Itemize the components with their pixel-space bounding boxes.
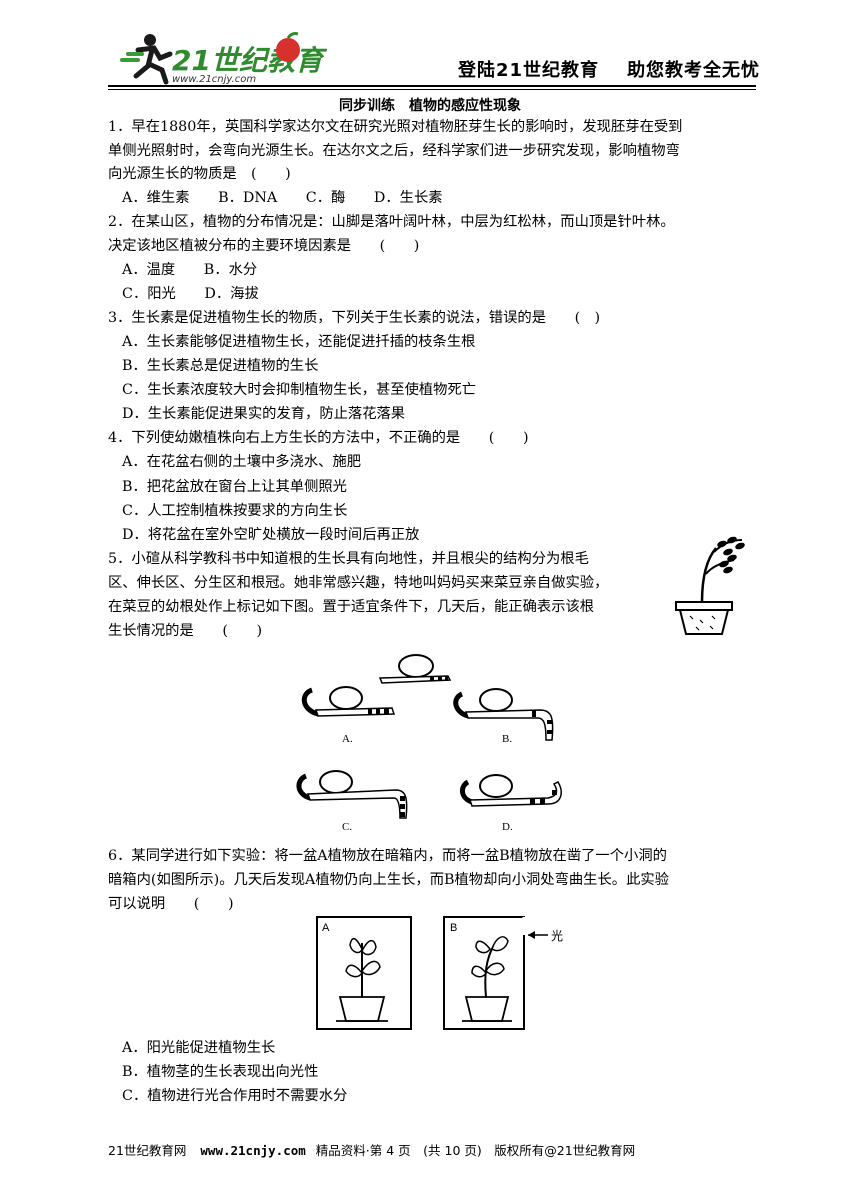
q4-option-d: D．将花盆在室外空旷处横放一段时间后再正放 (122, 527, 420, 543)
footer-page-info: 精品资料·第 4 页 (共 10 页) 版权所有@21世纪教育网 (315, 1143, 636, 1158)
fig-label-b: B. (502, 733, 512, 745)
q3-option-c: C．生长素浓度较大时会抑制植物生长，甚至使植物死亡 (122, 382, 477, 398)
bean-option-c (296, 770, 408, 819)
q4-option-a: A．在花盆右侧的土壤中多浇水、施肥 (122, 454, 362, 470)
q2-line2: 决定该地区植被分布的主要环境因素是 ( ) (108, 238, 420, 254)
dark-box-figure: A B 光 (316, 915, 576, 1033)
q6-line3: 可以说明 ( ) (108, 896, 234, 912)
q4-option-c: C．人工控制植株按要求的方向生长 (122, 503, 348, 519)
q2-line1: 2．在某山区，植物的分布情况是：山脚是落叶阔叶林，中层为红松林，而山顶是针叶林。 (108, 214, 675, 230)
q1-line3: 向光源生长的物质是 ( ) (108, 166, 291, 182)
fig-label-c: C. (342, 821, 352, 833)
bean-reference (378, 654, 452, 684)
q3-option-a: A．生长素能够促进植物生长，还能促进扦插的枝条生根 (122, 334, 476, 350)
runner-icon (120, 34, 173, 85)
q6-option-a: A．阳光能促进植物生长 (122, 1040, 276, 1056)
logo-text: 21世纪教育 (172, 44, 328, 77)
logo-url: www.21cnjy.com (172, 74, 256, 85)
q1-options: A．维生素 B．DNA C．酶 D．生长素 (122, 190, 443, 206)
bean-option-b (453, 688, 554, 741)
bean-option-d (460, 774, 562, 807)
light-label: 光 (551, 929, 563, 943)
box-b-label: B (450, 922, 457, 934)
q4-option-b: B．把花盆放在窗台上让其单侧照光 (122, 479, 347, 495)
q2-options-row2: C．阳光 D．海拔 (122, 286, 259, 302)
plant-b (462, 936, 512, 1022)
potted-plant-figure (668, 530, 748, 640)
q4-line1: 4．下列使幼嫩植株向右上方生长的方法中，不正确的是 ( ) (108, 430, 529, 446)
bean-option-a (301, 686, 396, 717)
q1-line2: 单侧光照射时，会弯向光源生长。在达尔文之后，经科学家们进一步研究发现，影响植物弯 (108, 143, 680, 159)
footer-url-link[interactable]: www.21cnjy.com (200, 1143, 306, 1158)
document-title: 同步训练 植物的感应性现象 (339, 98, 521, 114)
box-a-label: A (322, 922, 330, 934)
slogan-left: 登陆21世纪教育 (458, 60, 600, 81)
q3-option-b: B．生长素总是促进植物的生长 (122, 358, 319, 374)
footer-site: 21世纪教育网 (108, 1143, 187, 1158)
plant-a (336, 937, 388, 1022)
page-footer: 21世纪教育网 www.21cnjy.com 精品资料·第 4 页 (共 10 页)… (108, 1140, 635, 1159)
q5-line1: 5．小碹从科学教科书中知道根的生长具有向地性，并且根尖的结构分为根毛 (108, 551, 589, 567)
apple-icon (276, 32, 300, 62)
root-growth-figure: A. B. C. D. (296, 650, 562, 838)
q6-line1: 6．某同学进行如下实验：将一盆A植物放在暗箱内，而将一盆B植物放在凿了一个小洞的 (108, 848, 667, 864)
q6-option-c: C．植物进行光合作用时不需要水分 (122, 1088, 348, 1104)
light-arrow-icon (528, 931, 548, 939)
header-slogan: 登陆21世纪教育 助您教考全无忧 (458, 56, 788, 82)
q5-line2: 区、伸长区、分生区和根冠。她非常感兴趣，特地叫妈妈买来菜豆亲自做实验， (108, 575, 609, 591)
header-divider (108, 85, 756, 87)
site-logo[interactable]: 21世纪教育 www.21cnjy.com (108, 28, 328, 86)
fig-label-a: A. (342, 733, 353, 745)
q5-line3: 在菜豆的幼根处作上标记如下图。置于适宜条件下，几天后，能正确表示该根 (108, 599, 595, 615)
q3-line1: 3．生长素是促进植物生长的物质，下列关于生长素的说法，错误的是 ( ) (108, 310, 601, 326)
q5-line4: 生长情况的是 ( ) (108, 623, 263, 639)
q3-option-d: D．生长素能促进果实的发育，防止落花落果 (122, 406, 406, 422)
q2-options-row1: A．温度 B．水分 (122, 262, 258, 278)
q1-line1: 1．早在1880年，英国科学家达尔文在研究光照对植物胚芽生长的影响时，发现胚芽在… (108, 119, 683, 135)
slogan-right: 助您教考全无忧 (627, 60, 761, 81)
q6-option-b: B．植物茎的生长表现出向光性 (122, 1064, 319, 1080)
header-divider-thin (108, 89, 756, 90)
fig-label-d: D. (502, 821, 513, 833)
q6-line2: 暗箱内(如图所示)。几天后发现A植物仍向上生长，而B植物却向小洞处弯曲生长。此实… (108, 872, 669, 888)
